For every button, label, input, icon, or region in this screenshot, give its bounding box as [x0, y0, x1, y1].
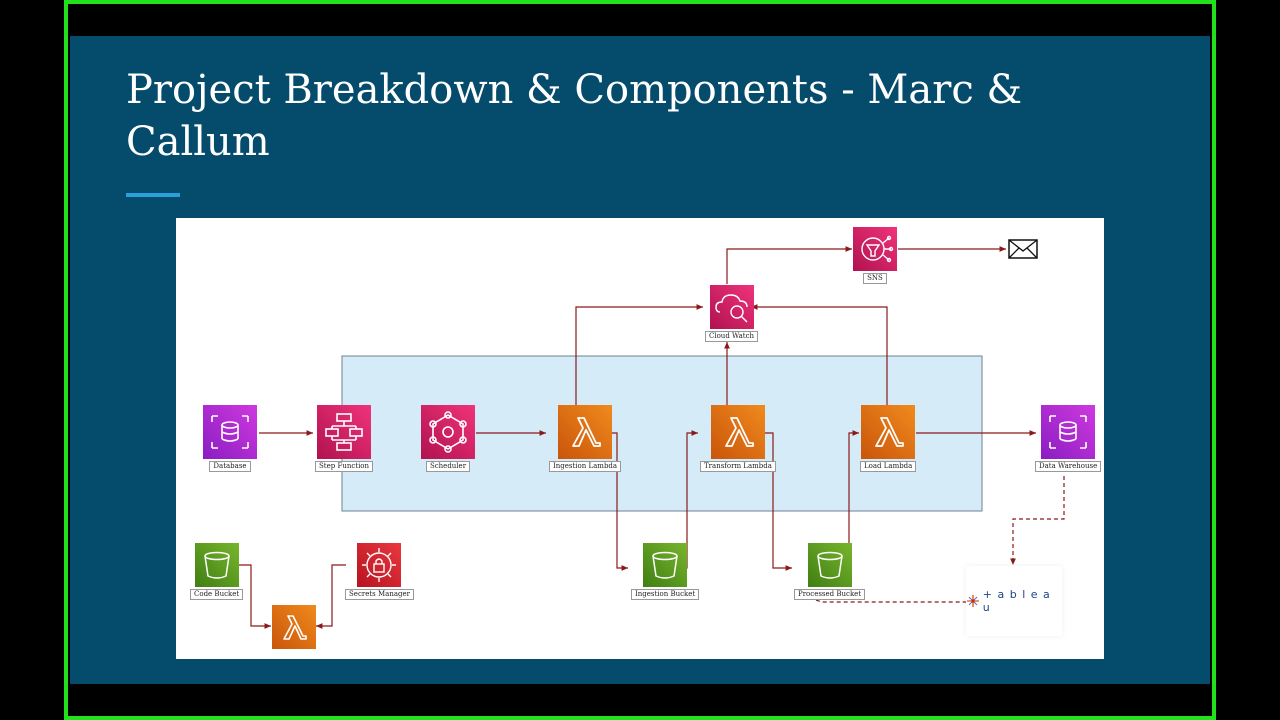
window-frame — [64, 0, 1216, 720]
lambda-icon — [710, 405, 765, 459]
step-function-node: Step Function — [315, 405, 374, 472]
load-lambda-node: Load Lambda — [860, 405, 917, 472]
step-function-label: Step Function — [315, 461, 374, 472]
scheduler-label: Scheduler — [425, 461, 471, 472]
code-bucket-label: Code Bucket — [190, 589, 244, 600]
ingestion-lambda-label: Ingestion Lambda — [549, 461, 622, 472]
tableau-wordmark: + a b l e a u — [982, 588, 1051, 614]
tableau-logo-icon — [967, 595, 979, 607]
step-function-icon — [317, 405, 372, 459]
secrets-manager-node: Secrets Manager — [345, 543, 414, 600]
deploy-lambda-node — [272, 605, 316, 649]
transform-lambda-label: Transform Lambda — [700, 461, 776, 472]
database-icon — [1041, 405, 1096, 459]
cloudwatch-icon — [709, 285, 754, 329]
arrow-ingestion-lambda-to-cloudwatch — [575, 304, 703, 405]
load-lambda-label: Load Lambda — [860, 461, 917, 472]
bucket-icon — [194, 543, 239, 587]
cloudwatch-label: Cloud Watch — [705, 331, 759, 342]
sns-label: SNS — [863, 273, 887, 284]
database-label: Database — [209, 461, 251, 472]
lambda-icon — [272, 605, 316, 649]
lambda-icon — [558, 405, 613, 459]
arrow-secrets-manager-to-lambda — [316, 564, 346, 629]
sns-icon — [853, 227, 897, 271]
title-accent-bar — [126, 193, 180, 197]
scheduler-icon — [421, 405, 475, 459]
arrow-code-bucket-to-lambda — [236, 564, 271, 629]
processed-bucket-node: Processed Bucket — [794, 543, 866, 600]
sns-node: SNS — [853, 227, 897, 284]
arrow-cloudwatch-to-sns — [726, 246, 852, 284]
processed-bucket-label: Processed Bucket — [794, 589, 866, 600]
code-bucket-node: Code Bucket — [190, 543, 244, 600]
bucket-icon — [807, 543, 852, 587]
scheduler-node: Scheduler — [421, 405, 475, 472]
bucket-icon — [643, 543, 688, 587]
transform-lambda-node: Transform Lambda — [700, 405, 776, 472]
slide-title: Project Breakdown & Components - Marc & … — [126, 67, 1023, 165]
architecture-diagram: Database Step Function Scheduler Ingesti… — [176, 218, 1104, 659]
arrow-processed-bucket-to-tableau — [815, 599, 976, 605]
tableau-node: + a b l e a u — [966, 566, 1062, 636]
secrets-manager-label: Secrets Manager — [345, 589, 414, 600]
ingestion-bucket-node: Ingestion Bucket — [631, 543, 700, 600]
secrets-manager-icon — [357, 543, 402, 587]
data-warehouse-label: Data Warehouse — [1035, 461, 1102, 472]
cloudwatch-node: Cloud Watch — [705, 285, 759, 342]
envelope-icon — [1008, 239, 1038, 259]
database-node: Database — [203, 405, 257, 472]
lambda-icon — [861, 405, 916, 459]
arrow-data-warehouse-to-tableau — [1010, 476, 1065, 565]
database-icon — [203, 405, 257, 459]
ingestion-lambda-node: Ingestion Lambda — [549, 405, 622, 472]
arrow-load-lambda-to-cloudwatch — [751, 304, 888, 405]
ingestion-bucket-label: Ingestion Bucket — [631, 589, 700, 600]
email-node — [1008, 239, 1038, 259]
data-warehouse-node: Data Warehouse — [1035, 405, 1102, 472]
